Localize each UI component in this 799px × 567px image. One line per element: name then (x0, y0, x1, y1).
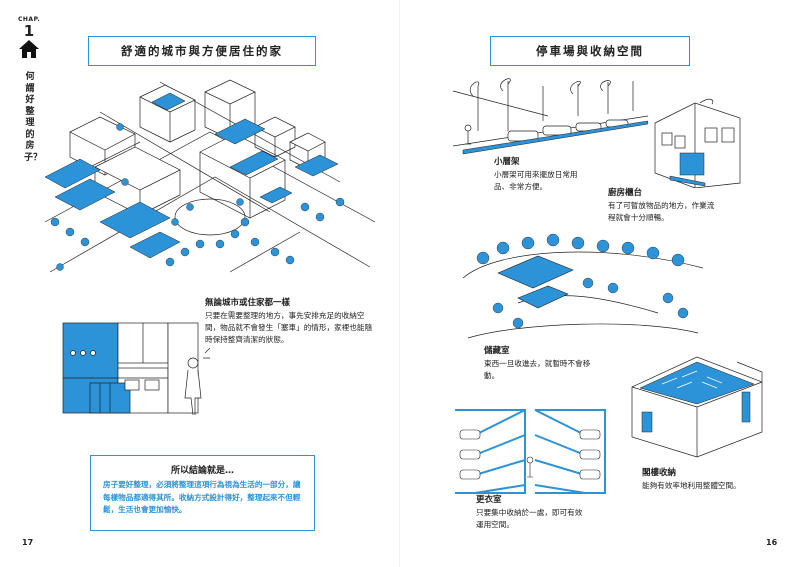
right-page-number: 16 (766, 538, 778, 547)
item-attic-storage: 閣樓收納 能夠有效率地利用整體空間。 (642, 467, 752, 492)
item-attic-storage-body: 能夠有效率地利用整體空間。 (642, 481, 741, 490)
left-page-number: 17 (22, 538, 34, 547)
item-kitchen-counter-title: 廚房櫃台 (608, 188, 643, 198)
building-parking-illustration (654, 98, 741, 188)
item-storage-room: 儲藏室 東西一旦收進去，就暫時不會移動。 (484, 345, 604, 382)
item-storage-room-body: 東西一旦收進去，就暫時不會移動。 (484, 359, 591, 380)
parking-racks-illustration (455, 409, 606, 494)
item-kitchen-counter-body: 有了可暫放物品的地方，作業流程就會十分順暢。 (608, 201, 715, 222)
item-walk-in-closet: 更衣室 只要集中收納於一處，即可有效運用空間。 (476, 494, 586, 531)
item-walk-in-closet-title: 更衣室 (476, 495, 502, 505)
conclusion-box: 所以結論就是… 房子要好整理，必須將整理這項行為視為生活的一部分，讓每樣物品都適… (90, 455, 315, 531)
item-attic-storage-title: 閣樓收納 (642, 468, 677, 478)
left-section-body: 只要在需要整理的地方，事先安排充足的收納空間，物品就不會發生「塞車」的情形，家裡… (205, 311, 373, 344)
left-heading: 舒適的城市與方便居住的家 (121, 44, 283, 58)
right-heading-box: 停車場與收納空間 (490, 36, 690, 66)
city-illustration (44, 79, 375, 273)
parking-tower-illustration (631, 356, 763, 458)
item-kitchen-counter: 廚房櫃台 有了可暫放物品的地方，作業流程就會十分順暢。 (608, 187, 718, 224)
park-parking-illustration (462, 233, 704, 339)
right-heading: 停車場與收納空間 (536, 44, 644, 58)
item-small-shelf-body: 小層架可用來擺放日常用品、非常方便。 (494, 170, 578, 191)
left-heading-box: 舒適的城市與方便居住的家 (88, 36, 316, 66)
house-icon (19, 40, 39, 58)
chapter-vertical-title: 何謂好整理的房子？ (24, 72, 43, 163)
item-small-shelf-title: 小層架 (494, 157, 520, 167)
street-parking-illustration (452, 78, 648, 155)
chapter-number: 1 (23, 22, 35, 40)
item-small-shelf: 小層架 小層架可用來擺放日常用品、非常方便。 (494, 156, 584, 193)
kitchen-illustration (62, 322, 210, 416)
chapter-marker: CHAP. 1 (18, 16, 40, 63)
item-walk-in-closet-body: 只要集中收納於一處，即可有效運用空間。 (476, 508, 583, 529)
item-storage-room-title: 儲藏室 (484, 346, 510, 356)
conclusion-body: 房子要好整理，必須將整理這項行為視為生活的一部分，讓每樣物品都適得其所。收納方式… (103, 480, 301, 514)
left-section: 無論城市或住家都一樣 只要在需要整理的地方，事先安排充足的收納空間，物品就不會發… (205, 297, 373, 346)
left-section-title: 無論城市或住家都一樣 (205, 298, 291, 308)
page-gutter (399, 0, 400, 567)
conclusion-title: 所以結論就是… (170, 466, 234, 476)
chapter-label: CHAP. (18, 16, 41, 23)
